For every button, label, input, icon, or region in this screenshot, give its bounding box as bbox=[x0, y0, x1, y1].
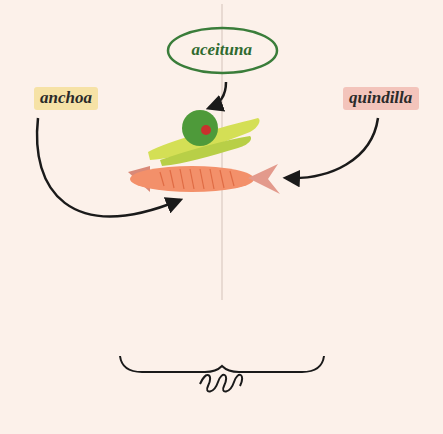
highlight-patch bbox=[34, 87, 98, 110]
leader-arrow bbox=[37, 118, 180, 216]
anchovy-stripes bbox=[160, 169, 234, 189]
ellipse-outline bbox=[168, 28, 277, 73]
olive bbox=[182, 110, 218, 146]
highlight-patch bbox=[343, 87, 419, 110]
ingredient-label: quindilla bbox=[349, 88, 412, 108]
highlight-label: quindilla bbox=[343, 85, 419, 112]
ingredient-label: aceituna bbox=[192, 40, 252, 60]
label-ellipse: aceituna bbox=[166, 26, 279, 75]
ingredient-label: anchoa bbox=[40, 88, 92, 108]
brace bbox=[120, 356, 324, 372]
flourish bbox=[200, 375, 242, 392]
anchovy-body bbox=[130, 166, 254, 192]
anchovy-tail bbox=[248, 164, 280, 194]
leader-arrow bbox=[209, 82, 226, 108]
leader-arrow bbox=[286, 118, 378, 178]
highlight-label: anchoa bbox=[34, 85, 98, 112]
pimento bbox=[201, 125, 211, 135]
